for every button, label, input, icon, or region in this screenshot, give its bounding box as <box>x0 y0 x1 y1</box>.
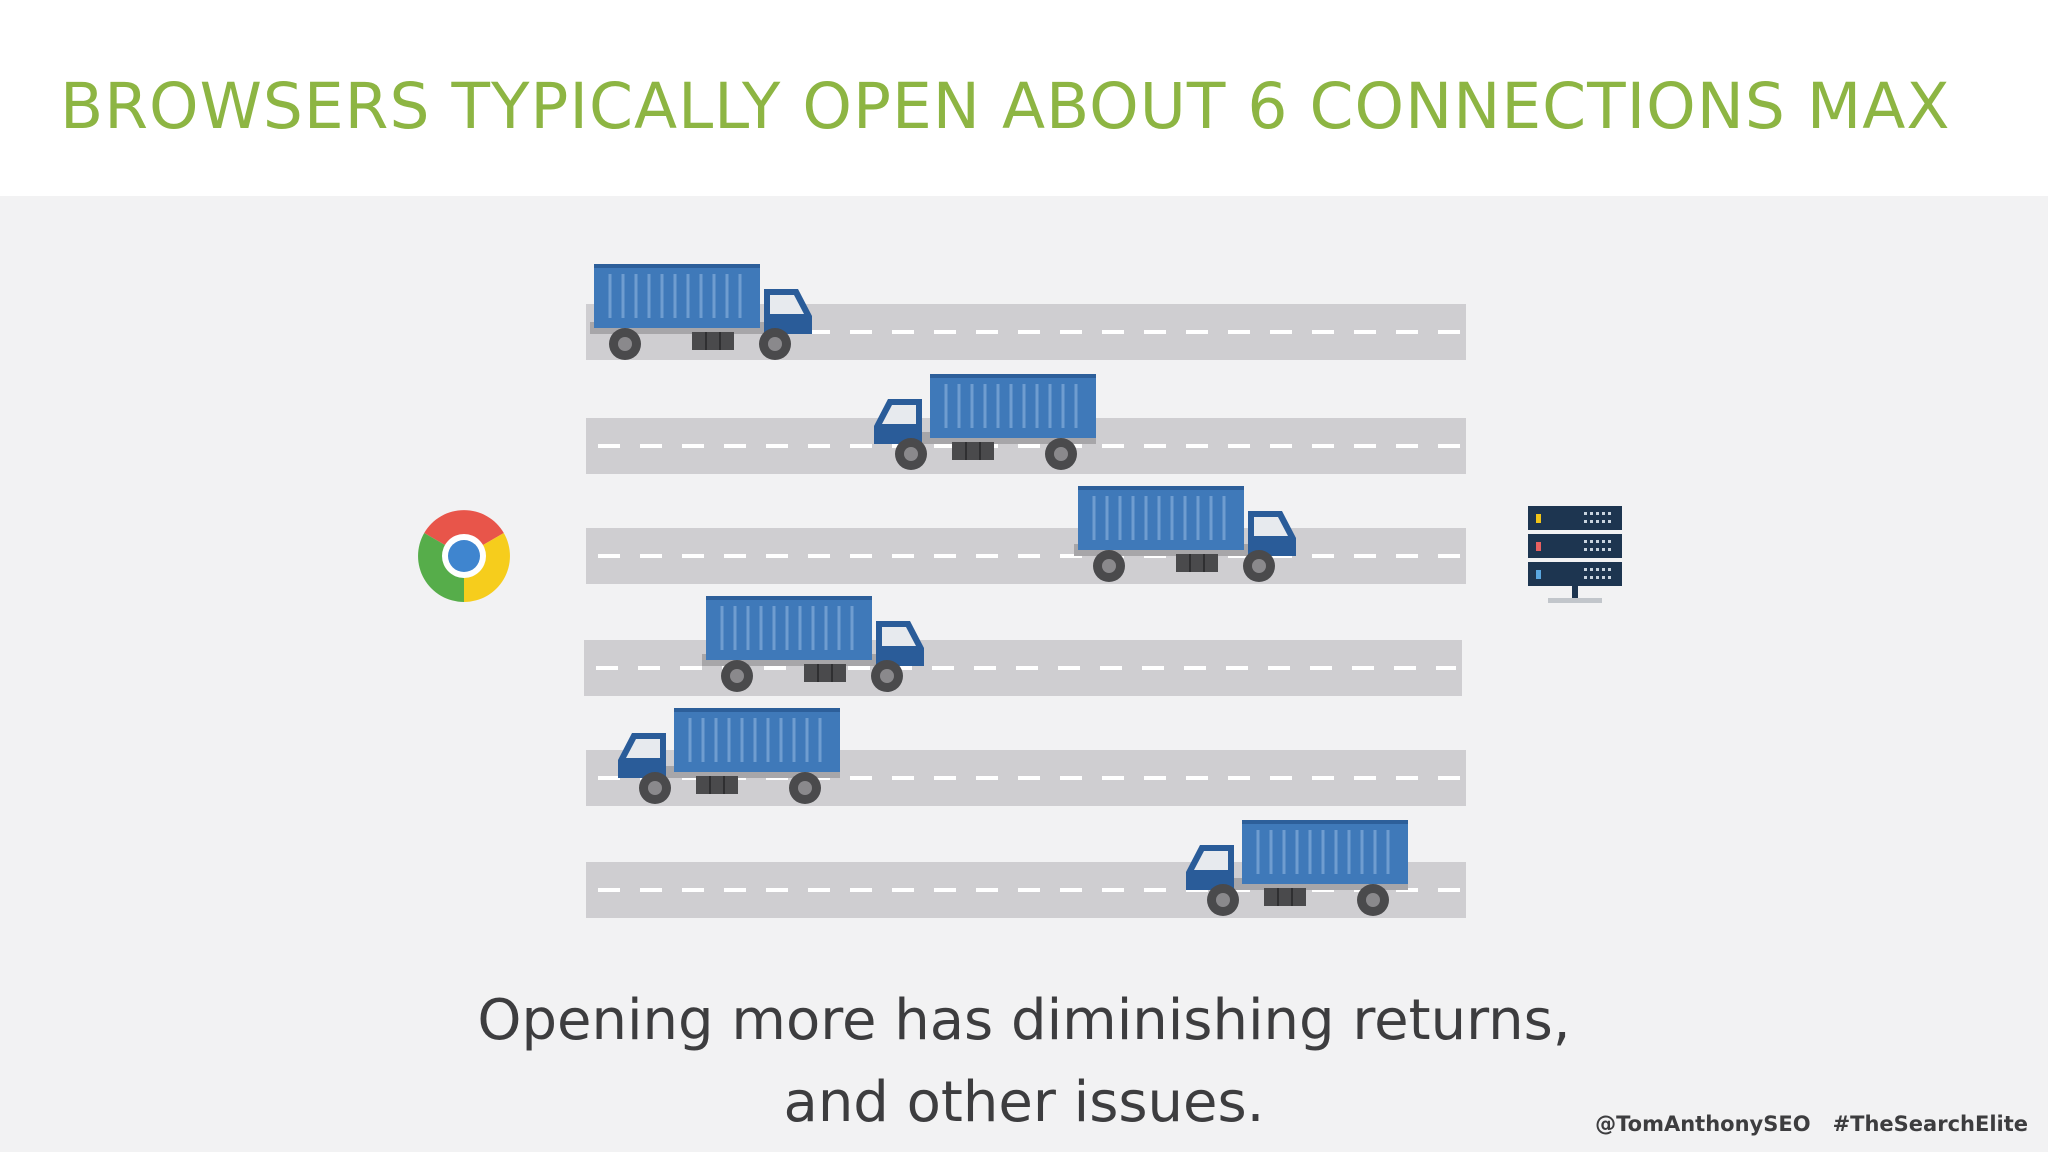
footer-hashtag: #TheSearchElite <box>1832 1112 2028 1136</box>
truck-icon <box>588 262 814 362</box>
trucks <box>588 262 1410 918</box>
caption-line-1: Opening more has diminishing returns, <box>477 988 1571 1053</box>
truck-icon <box>700 594 926 694</box>
caption: Opening more has diminishing returns, an… <box>424 980 1624 1144</box>
chrome-browser-icon <box>418 510 510 602</box>
truck-icon <box>872 372 1098 472</box>
title-bar: BROWSERS TYPICALLY OPEN ABOUT 6 CONNECTI… <box>0 0 2048 196</box>
footer-credits: @TomAnthonySEO #TheSearchElite <box>1595 1112 2028 1136</box>
footer-handle: @TomAnthonySEO <box>1595 1112 1811 1136</box>
truck-icon <box>616 706 842 806</box>
server-rack-icon <box>1528 506 1622 603</box>
caption-line-2: and other issues. <box>783 1070 1265 1135</box>
truck-icon <box>1072 484 1298 584</box>
road-lane-3 <box>586 528 1466 584</box>
truck-icon <box>1184 818 1410 918</box>
page-title: BROWSERS TYPICALLY OPEN ABOUT 6 CONNECTI… <box>60 70 1951 143</box>
